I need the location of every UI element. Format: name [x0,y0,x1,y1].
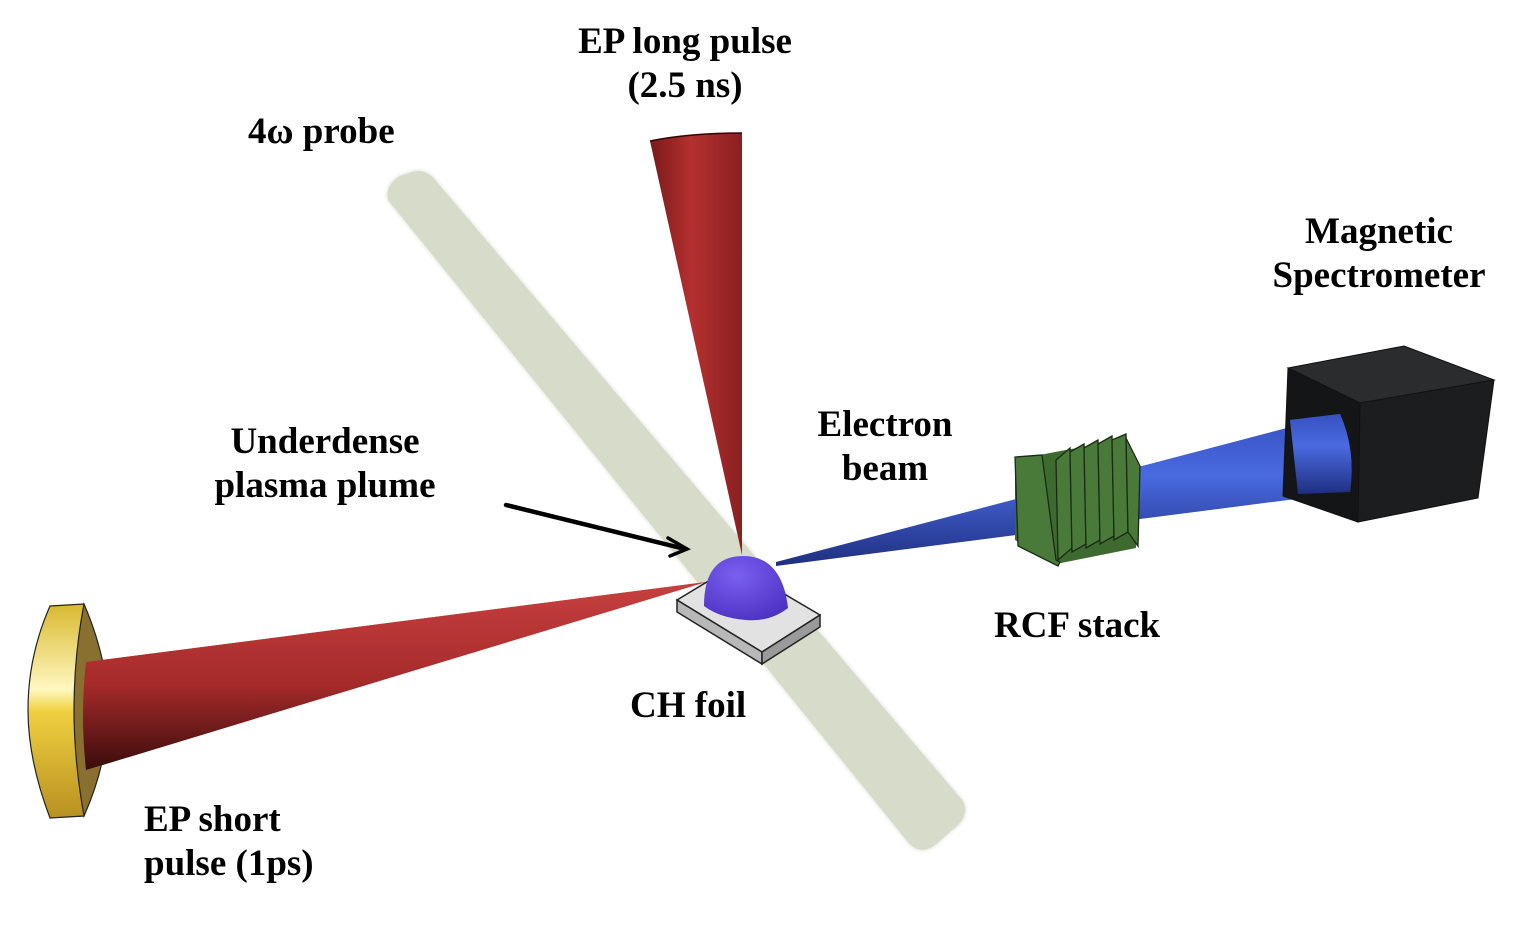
label-probe: 4ω probe [248,111,395,152]
ep-long-pulse-cone [649,132,743,555]
probe-beam [387,171,966,850]
label-short-pulse-line2: pulse (1ps) [144,843,314,884]
plasma-plume [704,556,788,621]
label-long-pulse-line1: EP long pulse [578,21,792,62]
label-short-pulse-line1: EP short [144,799,281,840]
label-foil: CH foil [630,685,747,726]
label-spectrometer-line2: Spectrometer [1272,255,1486,296]
label-long-pulse-line2: (2.5 ns) [627,65,743,106]
magnetic-spectrometer [1282,345,1496,523]
label-long-pulse: EP long pulse (2.5 ns) [540,20,830,108]
focusing-optic [27,582,706,819]
label-electron-beam-line1: Electron [817,404,953,445]
label-plume: Underdense plasma plume [190,420,460,508]
label-electron-beam: Electron beam [800,403,970,491]
label-electron-beam-line2: beam [841,448,929,489]
label-spectrometer: Magnetic Spectrometer [1250,210,1508,298]
plume-arrow [503,502,691,558]
label-short-pulse: EP short pulse (1ps) [144,798,314,886]
label-plume-line2: plasma plume [214,465,436,506]
rcf-stack [1014,433,1141,567]
label-plume-line1: Underdense [230,421,420,462]
label-spectrometer-line1: Magnetic [1305,211,1453,252]
label-rcf: RCF stack [994,605,1161,646]
